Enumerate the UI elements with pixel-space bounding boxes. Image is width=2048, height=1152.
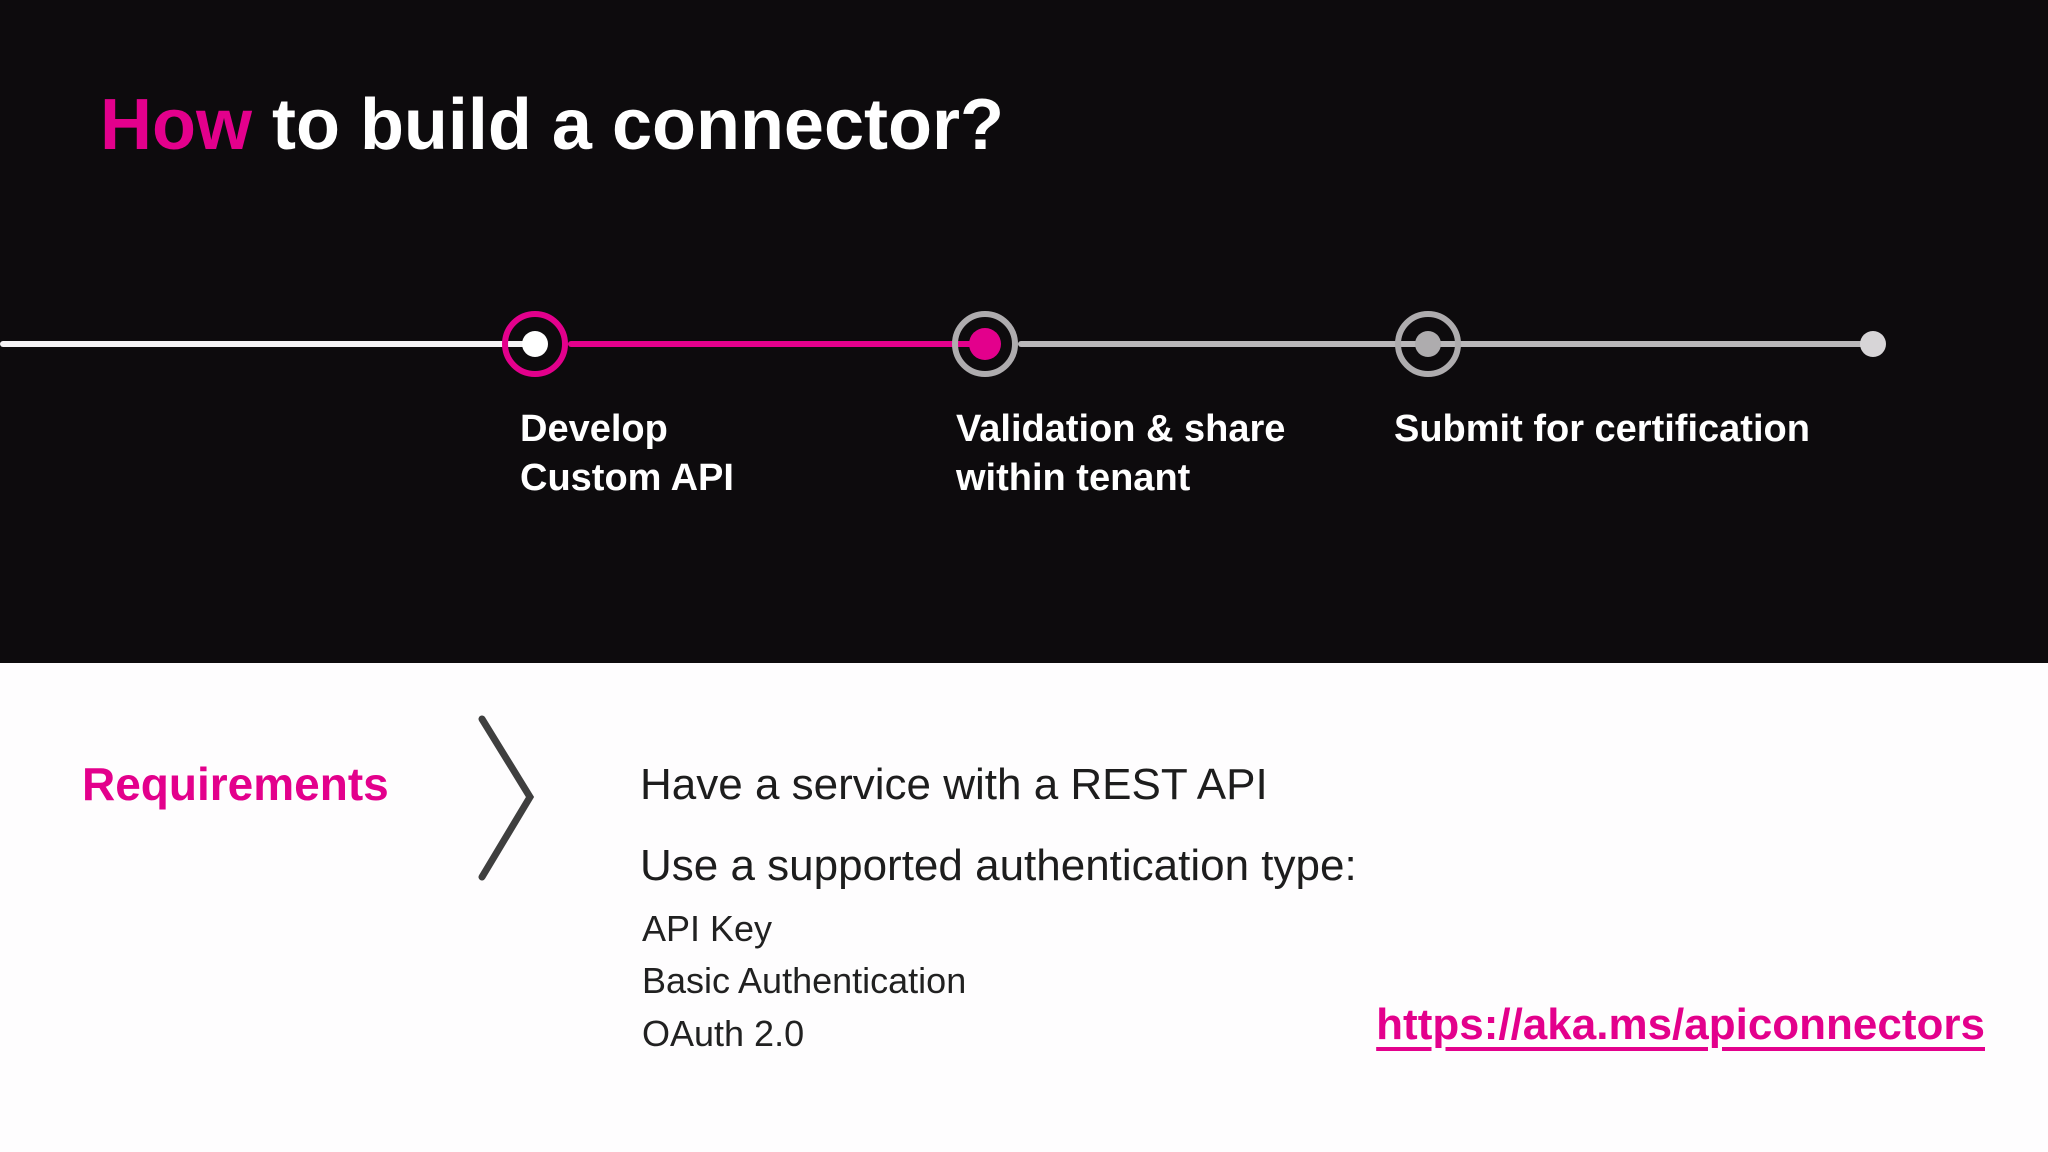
requirement-rest-api: Have a service with a REST API: [640, 760, 1268, 809]
apiconnectors-link[interactable]: https://aka.ms/apiconnectors: [1376, 1000, 1985, 1049]
auth-type-api-key: API Key: [642, 908, 773, 949]
timeline-end-dot: [1860, 331, 1886, 357]
timeline-segment-active: [568, 341, 985, 347]
page-title-rest: to build a connector?: [251, 85, 1004, 165]
milestone-dot-develop: [522, 331, 548, 357]
milestone-ring-develop: [502, 311, 568, 377]
milestone-label-validation: Validation & share within tenant: [956, 408, 1286, 499]
milestone-ring-certification: [1395, 311, 1461, 377]
milestone-ring-validation: [952, 311, 1018, 377]
dark-top-section: How to build a connector? Develop Custom…: [0, 0, 2048, 663]
auth-type-basic: Basic Authentication: [642, 960, 967, 1001]
page-title-highlight: How: [100, 85, 252, 165]
timeline-segment-past: [0, 341, 535, 347]
milestone-label-develop: Develop Custom API: [520, 408, 734, 499]
page-title: How to build a connector?: [100, 85, 1004, 165]
light-bottom-section: [0, 663, 2048, 1152]
milestone-label-certification: Submit for certification: [1394, 408, 1810, 450]
requirements-heading: Requirements: [82, 758, 389, 810]
chevron-right-icon: [478, 715, 535, 881]
milestone-dot-certification: [1415, 331, 1441, 357]
milestone-dot-validation: [969, 328, 1001, 360]
requirement-auth-type: Use a supported authentication type:: [640, 841, 1357, 890]
auth-type-oauth: OAuth 2.0: [642, 1013, 805, 1054]
